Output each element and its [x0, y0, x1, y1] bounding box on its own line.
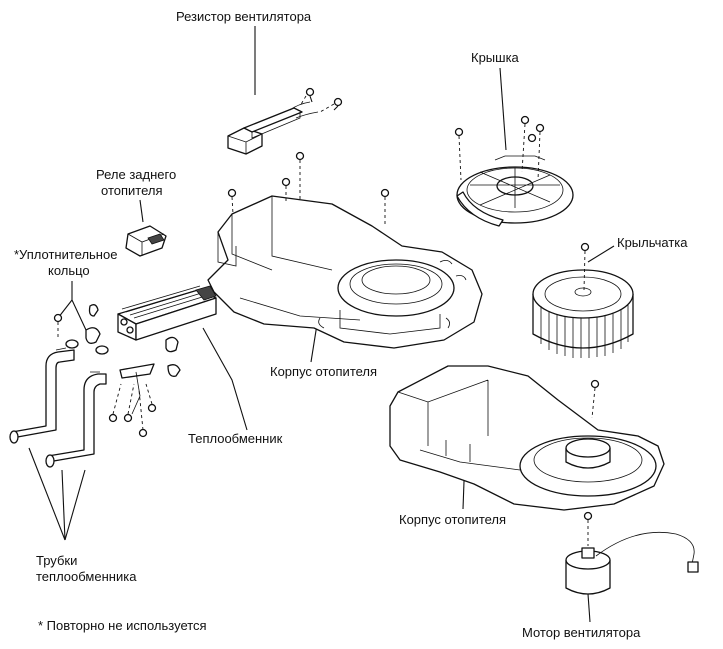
label-rear-heater-relay-2: отопителя — [101, 183, 163, 198]
screw-icon — [227, 188, 237, 215]
cover — [454, 115, 574, 227]
label-rear-heater-relay-1: Реле заднего — [96, 167, 176, 182]
rear-heater-relay — [125, 225, 167, 257]
label-heater-housing-upper: Корпус отопителя — [270, 364, 377, 379]
label-tubes-2: теплообменника — [36, 569, 137, 584]
label-fan-resistor: Резистор вентилятора — [176, 9, 312, 24]
leader-lines — [28, 26, 615, 623]
label-cover: Крышка — [471, 50, 520, 65]
heater-housing-lower — [389, 365, 665, 511]
screw-icon — [527, 133, 537, 143]
screw-icon — [333, 97, 343, 111]
screw-icon — [138, 428, 148, 438]
screw-icon — [454, 127, 464, 181]
screw-icon — [380, 188, 390, 226]
impeller — [532, 242, 634, 358]
label-heater-housing-lower: Корпус отопителя — [399, 512, 506, 527]
label-fan-motor: Мотор вентилятора — [522, 625, 641, 640]
screw-icon — [123, 413, 133, 423]
heater-housing-upper — [207, 151, 483, 349]
footnote: * Повторно не используется — [38, 618, 207, 633]
screw-icon — [147, 403, 157, 413]
screw-icon — [108, 413, 118, 423]
screw-icon — [590, 379, 600, 419]
screw-icon — [281, 177, 291, 202]
screw-icon — [520, 115, 530, 173]
screw-icon — [583, 511, 593, 546]
screw-icon — [295, 151, 305, 200]
fan-resistor — [227, 87, 343, 155]
label-impeller: Крыльчатка — [617, 235, 688, 250]
label-tubes-1: Трубки — [36, 553, 77, 568]
label-o-ring-2: кольцо — [48, 263, 90, 278]
screw-icon — [305, 87, 315, 103]
screw-icon — [53, 313, 63, 340]
o-rings-and-clips — [53, 304, 181, 438]
screw-icon — [535, 123, 545, 181]
label-heat-exchanger: Теплообменник — [188, 431, 283, 446]
heat-exchanger — [117, 285, 217, 341]
screw-icon — [580, 242, 590, 291]
fan-motor — [565, 511, 699, 595]
heat-exchanger-tubes — [9, 347, 107, 468]
label-o-ring-1: *Уплотнительное — [14, 247, 117, 262]
